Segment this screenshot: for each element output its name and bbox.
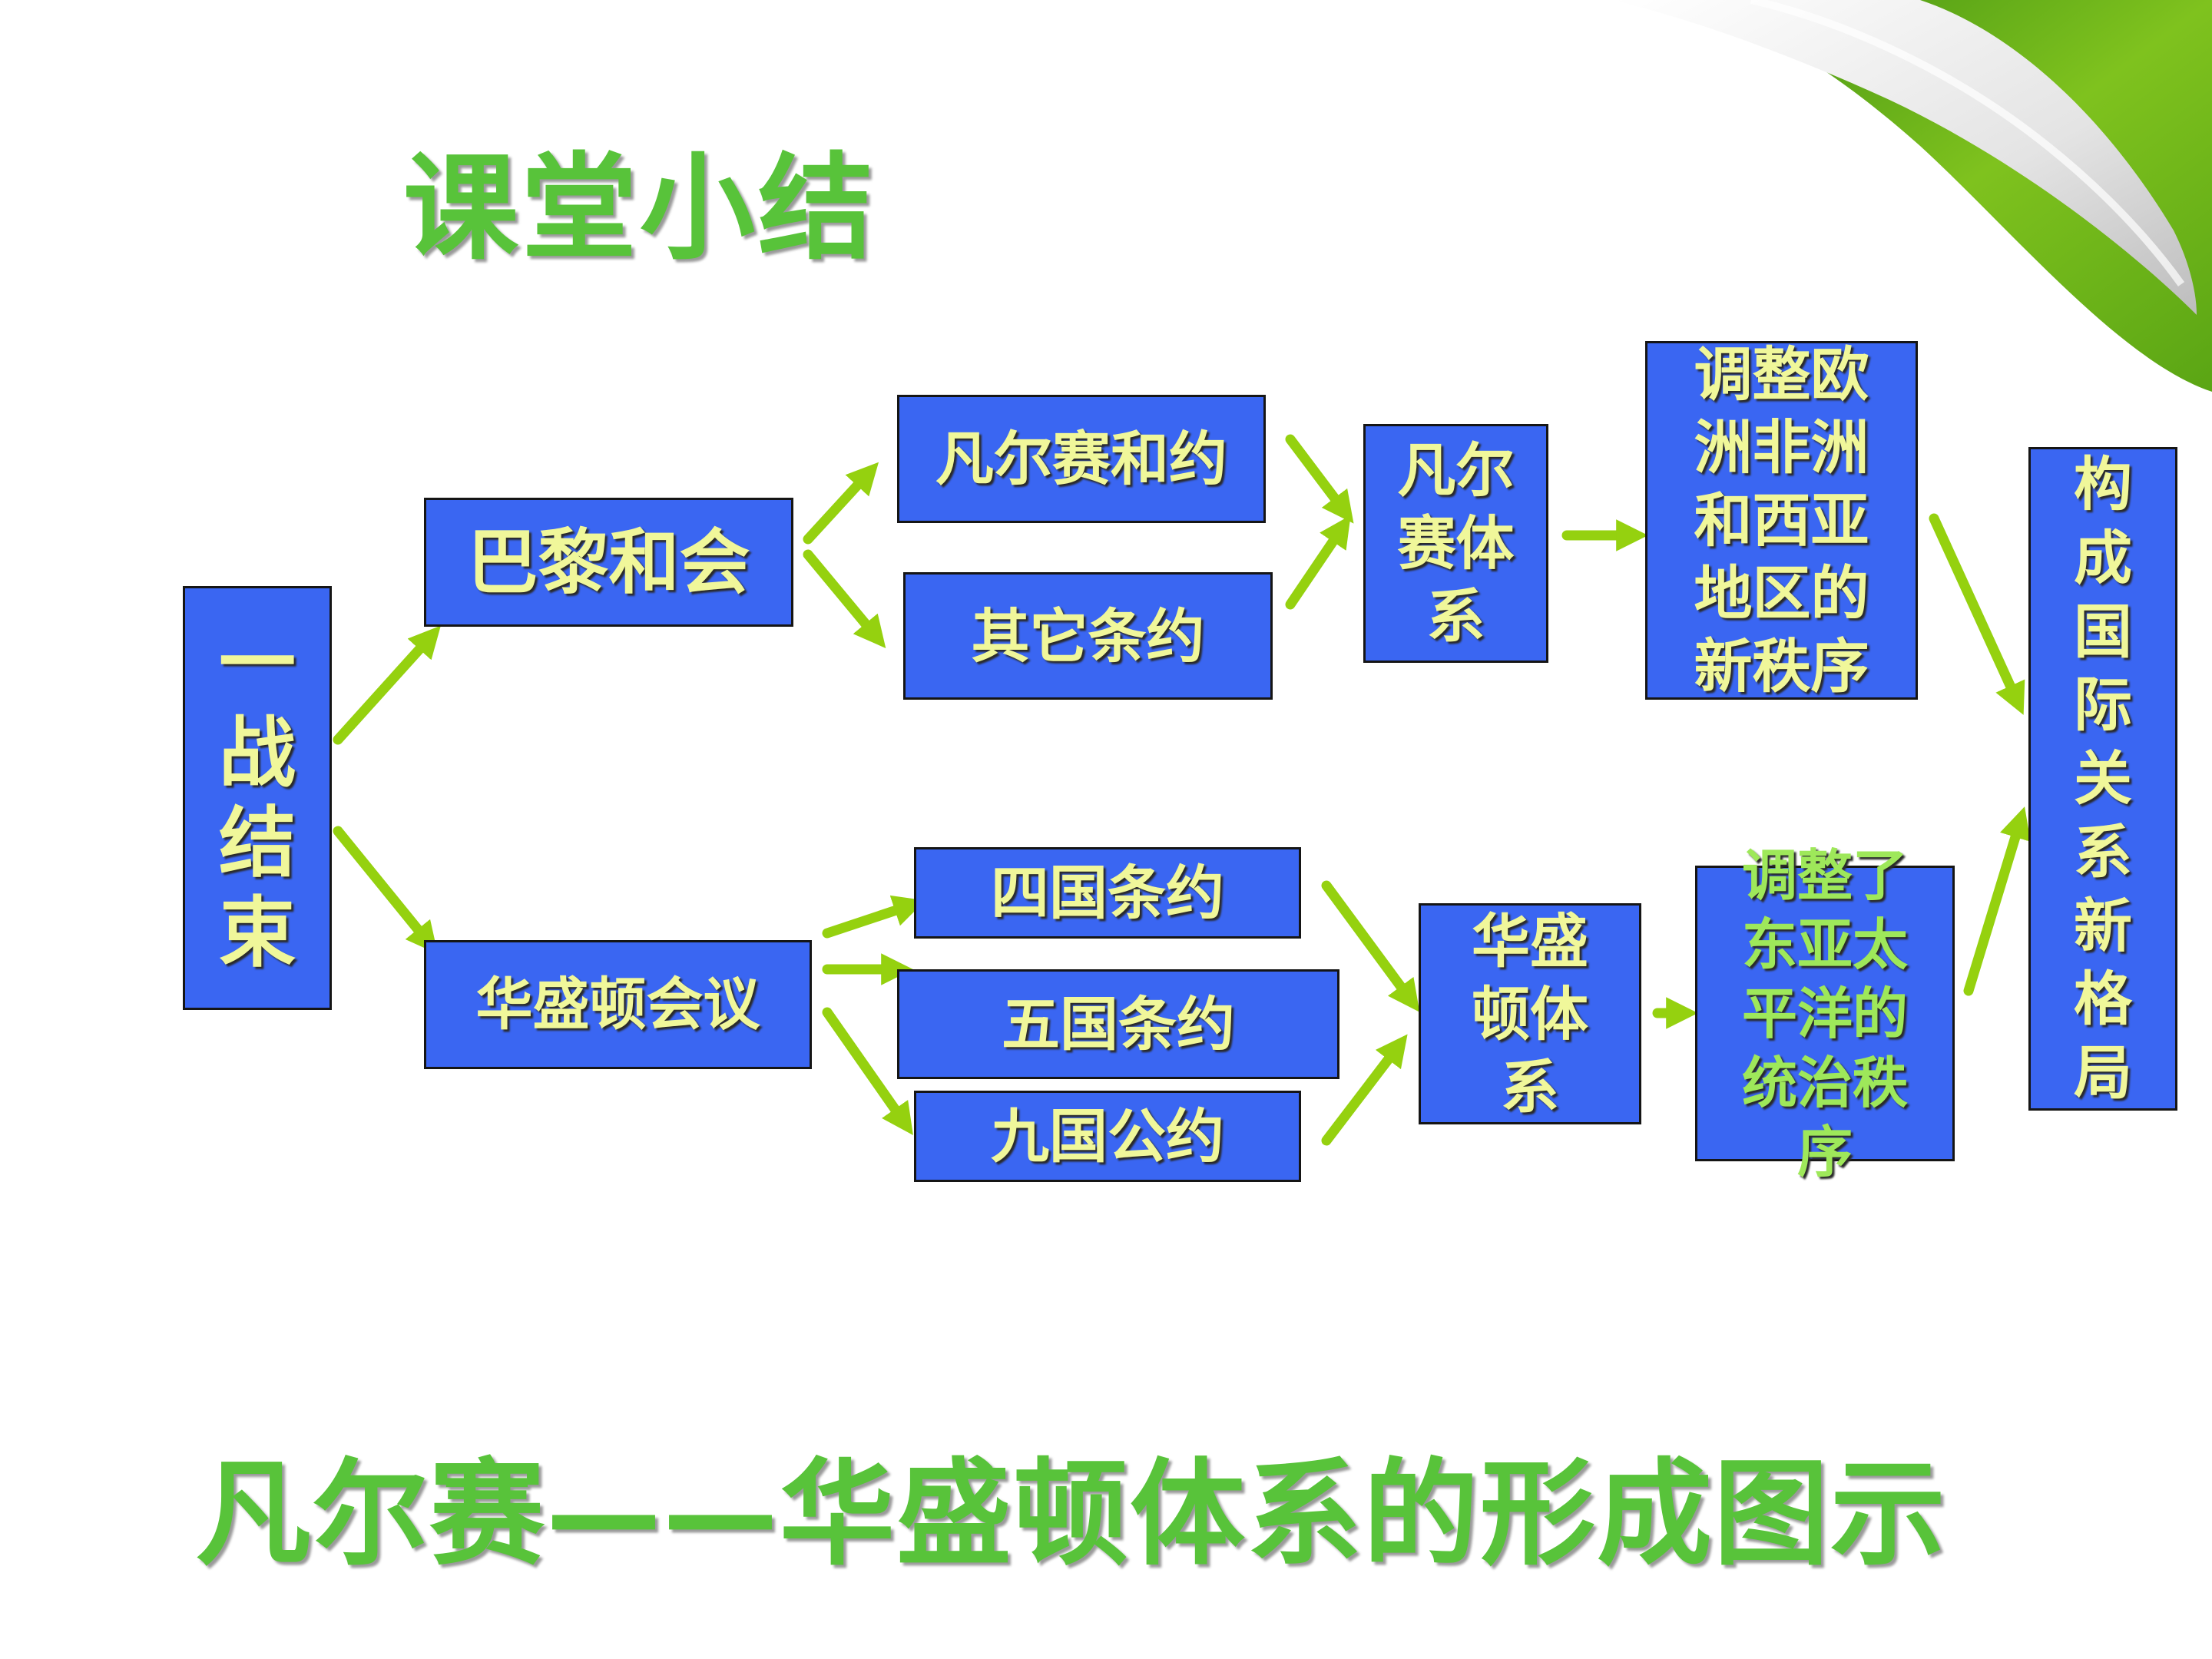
- node-washington-system: 华盛顿体系: [1419, 903, 1641, 1124]
- node-new-pattern: 构成国际关系新格局: [2028, 447, 2177, 1111]
- page-curl-decoration: [1613, 0, 2212, 392]
- arrow-europe-to-newpattern: [1929, 513, 2025, 715]
- slide-title: 课堂小结: [403, 142, 877, 276]
- arrow-other-to-vsys: [1285, 515, 1351, 610]
- arrow-four-to-hsys: [1321, 880, 1420, 1012]
- arrow-paris-to-other: [803, 549, 886, 649]
- node-other-treaties: 其它条约: [903, 572, 1273, 700]
- arrow-paris-to-versailles: [803, 462, 879, 545]
- node-ww1-end: 一战结束: [183, 586, 332, 1010]
- arrow-ww1-to-washington: [333, 826, 439, 955]
- arrow-washington-to-four: [822, 895, 926, 939]
- node-europe-order: 调整欧洲非洲和西亚地区的新秩序: [1645, 340, 1918, 700]
- arrow-versailles-to-vsys: [1285, 434, 1354, 524]
- arrow-eastasia-to-newpattern: [1963, 806, 2031, 996]
- node-paris-conference: 巴黎和会: [424, 498, 793, 627]
- arrow-nine-to-hsys: [1321, 1034, 1408, 1146]
- node-versailles-system: 凡尔赛体系: [1363, 424, 1548, 663]
- node-versailles-treaty: 凡尔赛和约: [897, 395, 1266, 523]
- node-four-power-treaty: 四国条约: [914, 847, 1301, 939]
- arrow-ww1-to-paris: [333, 625, 441, 745]
- node-nine-power-treaty: 九国公约: [914, 1091, 1301, 1182]
- arrow-washington-to-nine: [822, 1007, 913, 1136]
- diagram-caption: 凡尔赛——华盛顿体系的形成图示: [196, 1448, 1948, 1581]
- node-east-asia-order: 调整了东亚太平洋的统治秩序: [1695, 843, 1955, 1184]
- node-five-power-treaty: 五国条约: [897, 969, 1339, 1079]
- node-washington-conference: 华盛顿会议: [424, 940, 812, 1069]
